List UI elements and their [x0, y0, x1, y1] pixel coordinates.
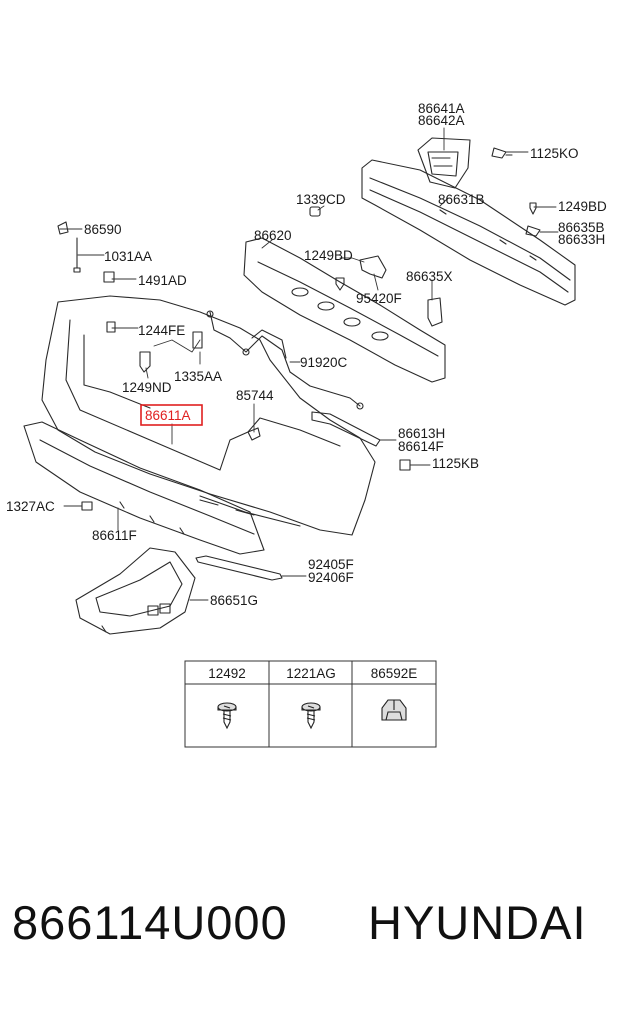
upper-bracket-shape — [417, 137, 471, 189]
label-85744: 85744 — [236, 388, 274, 403]
left-fasteners-shape — [57, 221, 411, 511]
label-86633H: 86633H — [558, 232, 605, 247]
label-1031AA: 1031AA — [104, 249, 152, 264]
label-1244FE: 1244FE — [138, 323, 185, 338]
part-labels: 86641A 86642A 1125KO 1339CD 86631B 1249B… — [6, 101, 607, 608]
label-1249BD-right: 1249BD — [558, 199, 607, 214]
table-header-12492: 12492 — [208, 666, 246, 681]
table-header-1221AG: 1221AG — [286, 666, 336, 681]
label-86631B: 86631B — [438, 192, 485, 207]
side-bracket-shape — [427, 297, 443, 327]
label-86635X: 86635X — [406, 269, 453, 284]
label-86651G: 86651G — [210, 593, 258, 608]
lower-lip-shape — [23, 421, 265, 555]
parts-diagram: 86641A 86642A 1125KO 1339CD 86631B 1249B… — [6, 101, 607, 748]
label-1491AD: 1491AD — [138, 273, 187, 288]
label-95420F: 95420F — [356, 291, 402, 306]
label-86635B: 86635B — [558, 220, 605, 235]
label-86642A: 86642A — [418, 113, 465, 128]
reflector-strip-shape — [195, 555, 283, 581]
energy-absorber-shape — [243, 237, 446, 383]
label-1339CD: 1339CD — [296, 192, 346, 207]
label-86613H: 86613H — [398, 426, 445, 441]
label-92405F: 92405F — [308, 557, 354, 572]
label-1249ND: 1249ND — [122, 380, 172, 395]
label-86641A: 86641A — [418, 101, 465, 116]
wiring-harness-shape — [206, 310, 364, 410]
label-86611F: 86611F — [92, 528, 137, 543]
label-86614F: 86614F — [398, 439, 444, 454]
label-86590: 86590 — [84, 222, 122, 237]
label-1249BD: 1249BD — [304, 248, 353, 263]
footer: 866114U000 HYUNDAI — [0, 895, 620, 985]
label-1125KO: 1125KO — [530, 146, 579, 161]
screw-icon — [217, 702, 237, 730]
clip-icon — [381, 699, 407, 721]
fasteners-shape — [309, 147, 541, 291]
part-number: 866114U000 — [12, 896, 288, 949]
highlight-box — [140, 404, 203, 426]
brand-name: HYUNDAI — [368, 896, 587, 949]
bumper-cover-shape — [41, 295, 376, 536]
table-header-86592E: 86592E — [371, 666, 418, 681]
leader-lines — [59, 127, 559, 601]
label-1335AA: 1335AA — [174, 369, 222, 384]
screw-icon — [301, 702, 321, 730]
label-1327AC: 1327AC — [6, 499, 55, 514]
side-mount-shape — [311, 411, 381, 447]
fastener-table: 12492 1221AG 86592E — [184, 660, 437, 748]
label-86611A: 86611A — [145, 408, 191, 423]
label-92406F: 92406F — [308, 570, 354, 585]
undercover-shape — [75, 547, 196, 635]
reinforcement-beam-shape — [361, 159, 576, 306]
label-1125KB: 1125KB — [432, 456, 479, 471]
label-86620: 86620 — [254, 228, 292, 243]
label-91920C: 91920C — [300, 355, 348, 370]
sensor-bracket-shape — [359, 255, 387, 279]
